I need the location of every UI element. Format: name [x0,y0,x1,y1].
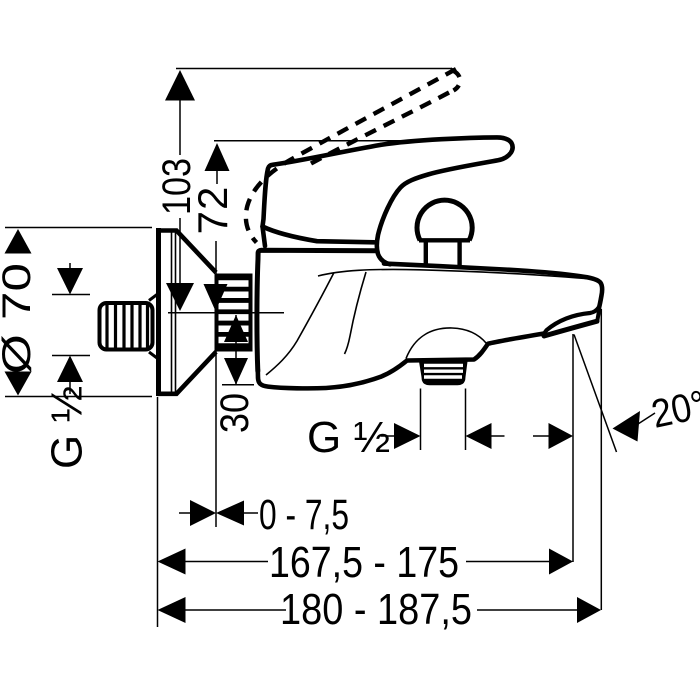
svg-text:72: 72 [189,186,236,235]
svg-text:Ø 70: Ø 70 [0,263,39,374]
svg-text:180 - 187,5: 180 - 187,5 [280,585,472,634]
svg-text:20°: 20° [648,383,700,437]
svg-text:G ½: G ½ [43,386,92,469]
svg-text:167,5 - 175: 167,5 - 175 [269,538,459,587]
svg-text:103: 103 [155,158,199,215]
svg-text:0 - 7,5: 0 - 7,5 [259,491,349,539]
svg-text:G ½: G ½ [307,413,390,462]
svg-text:30: 30 [213,393,257,433]
